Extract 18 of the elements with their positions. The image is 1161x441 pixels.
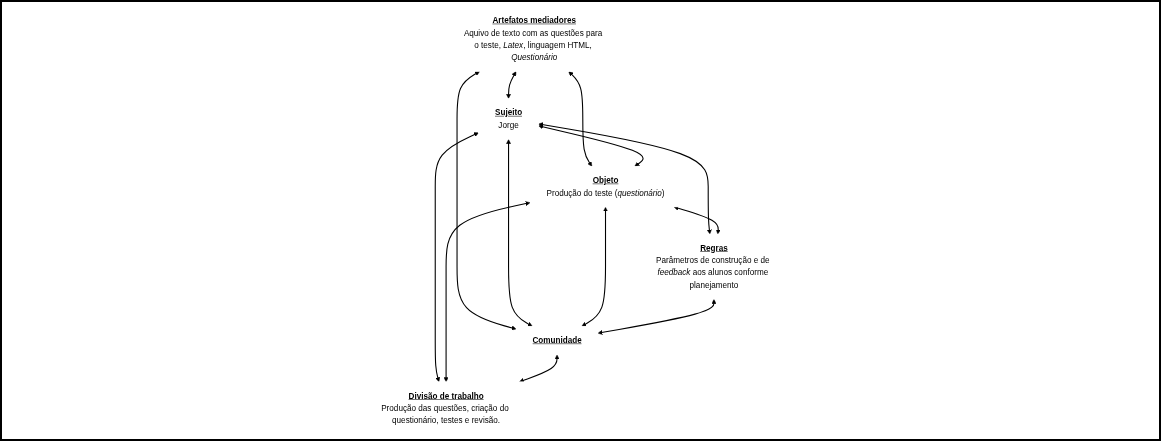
arrow <box>538 122 713 235</box>
node-text: Comunidade <box>532 335 583 345</box>
arrow <box>506 139 533 327</box>
node-text: Sujeito Jorge <box>495 107 523 130</box>
node-text: Artefatos mediadores Aquivo de texto com as questões para o teste, Latex, linguagem HTML, Questionário <box>464 15 603 62</box>
arrow <box>456 71 517 331</box>
arrow <box>568 71 593 167</box>
arrow <box>598 299 717 335</box>
arrow <box>674 205 722 235</box>
arrow <box>582 206 609 327</box>
arrow <box>519 354 560 383</box>
node-text: Divisão de trabalho Produção das questões, criação do questionário, testes e revisão. <box>381 391 510 425</box>
arrow <box>435 132 480 382</box>
arrow <box>538 124 645 167</box>
arrow <box>506 71 517 99</box>
arrow <box>444 201 531 382</box>
node-text: Objeto Produção do teste (questionário) <box>546 175 665 197</box>
node-text: Regras Parâmetros de construção e de feedback aos alunos conforme planejamento <box>656 243 771 290</box>
